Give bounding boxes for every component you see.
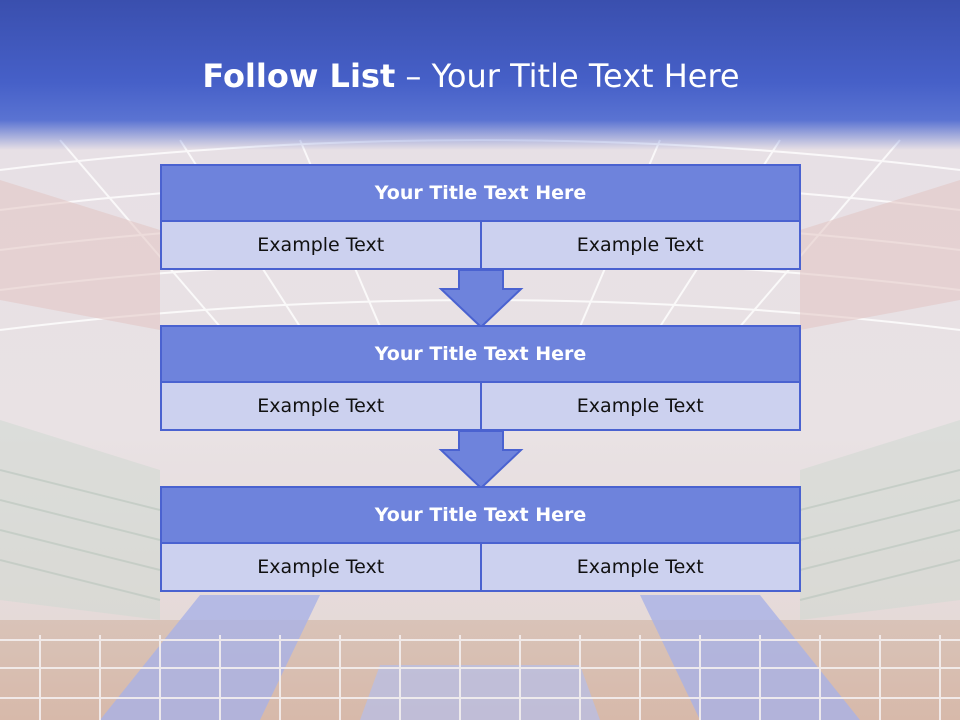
list-block-2: Your Title Text Here Example Text Exampl… [160,325,801,431]
block-cell-right[interactable]: Example Text [479,381,801,431]
slide-title-bold: Follow List [202,57,396,95]
block-cell-right[interactable]: Example Text [479,220,801,270]
title-bar: Follow List – Your Title Text Here [0,0,960,150]
block-row: Example Text Example Text [160,381,801,431]
block-title[interactable]: Your Title Text Here [160,486,801,544]
block-cell-right[interactable]: Example Text [479,542,801,592]
list-block-3: Your Title Text Here Example Text Exampl… [160,486,801,592]
list-block-1: Your Title Text Here Example Text Exampl… [160,164,801,270]
block-title[interactable]: Your Title Text Here [160,164,801,222]
slide-title-rest: – Your Title Text Here [395,57,740,95]
down-arrow-icon [438,430,524,490]
block-title[interactable]: Your Title Text Here [160,325,801,383]
slide-title: Follow List – Your Title Text Here [0,56,942,96]
block-row: Example Text Example Text [160,542,801,592]
block-cell-left[interactable]: Example Text [160,381,482,431]
block-cell-left[interactable]: Example Text [160,220,482,270]
down-arrow-icon [438,269,524,329]
block-row: Example Text Example Text [160,220,801,270]
block-cell-left[interactable]: Example Text [160,542,482,592]
